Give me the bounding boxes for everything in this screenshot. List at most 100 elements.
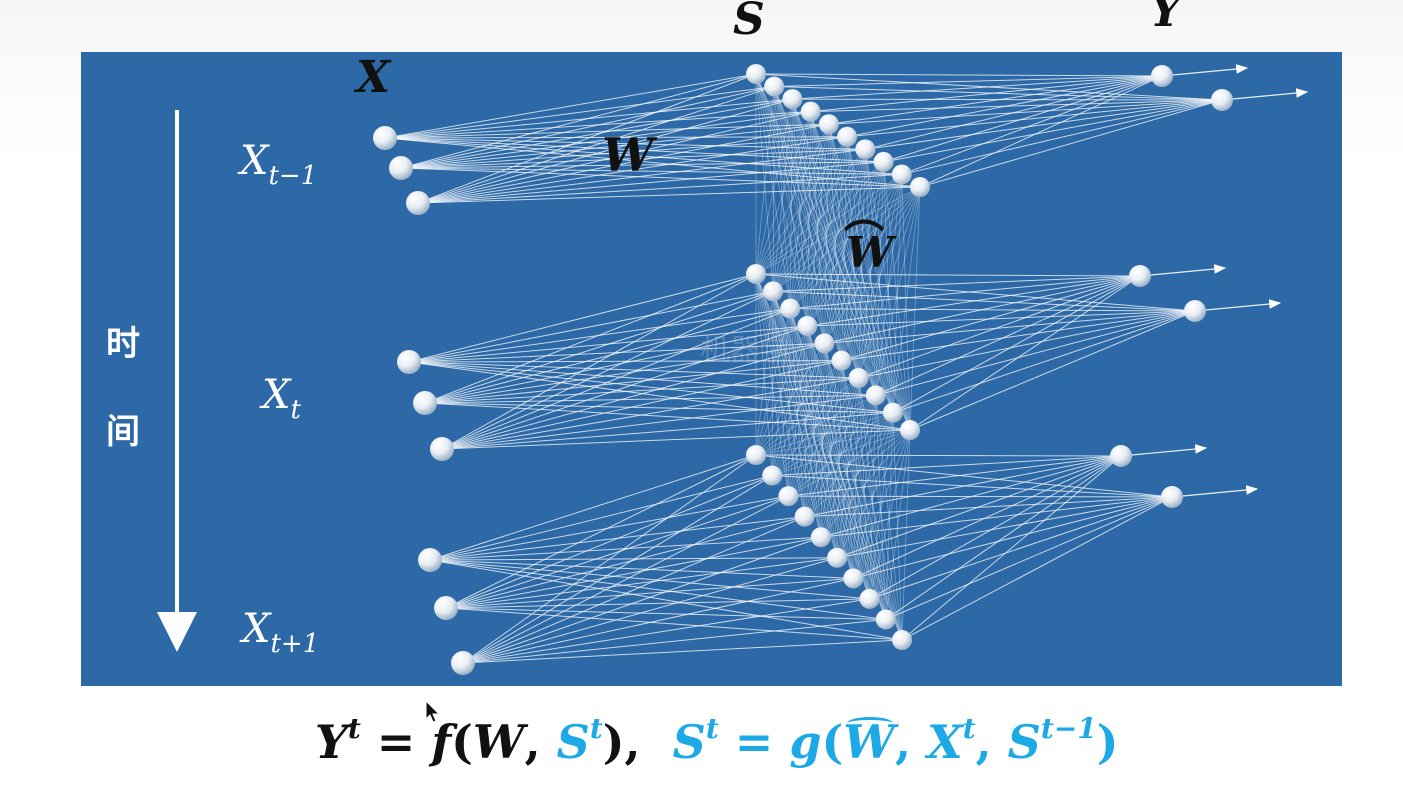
- recurrent-edge: [824, 343, 870, 599]
- recurrent-edge: [869, 395, 877, 599]
- recurrent-edge: [836, 395, 877, 558]
- mouse-cursor-icon: [425, 700, 441, 723]
- recurrent-edge: [901, 174, 911, 431]
- recurrent-edge: [773, 86, 877, 396]
- state-node: [746, 64, 766, 84]
- recurrent-edge: [755, 174, 903, 275]
- state-output-edge: [828, 75, 1163, 125]
- state-output-edge: [892, 310, 1196, 414]
- recurrent-edge: [788, 308, 791, 497]
- state-node: [837, 126, 858, 147]
- recurrent-edge: [772, 186, 921, 292]
- recurrent-edge: [789, 99, 793, 309]
- recurrent-edge: [772, 149, 866, 292]
- input-state-edge: [400, 111, 811, 169]
- recurrent-edge: [772, 174, 903, 292]
- input-state-edge: [462, 618, 886, 664]
- recurrent-edge: [883, 161, 911, 431]
- state-output-edge: [820, 496, 1173, 538]
- output-arrow: [1221, 88, 1309, 101]
- recurrent-edge: [806, 174, 903, 327]
- state-node: [763, 281, 784, 302]
- input-state-edge: [417, 111, 811, 204]
- output-arrow: [1139, 264, 1227, 277]
- state-output-edge: [869, 455, 1122, 600]
- state-output-edge: [824, 310, 1196, 344]
- recurrent-edge: [755, 73, 825, 344]
- recurrent-edge: [810, 111, 842, 361]
- recurrent-edge: [806, 149, 866, 327]
- recurrent-edge: [755, 308, 791, 456]
- state-node: [855, 139, 876, 160]
- state-output-edge: [788, 455, 1122, 497]
- recurrent-edge: [788, 395, 877, 497]
- edge-layer: [384, 64, 1309, 664]
- row-label-t-minus-1: Xt−1: [240, 138, 318, 191]
- input-state-edge: [441, 360, 842, 450]
- recurrent-edge: [771, 325, 808, 476]
- recurrent-edge: [841, 149, 866, 361]
- recurrent-edge: [788, 412, 894, 497]
- state-output-edge: [804, 455, 1122, 518]
- formula: Yt = f(W, St), St = g(W, Xt, St−1): [315, 712, 1119, 769]
- recurrent-edge: [828, 124, 860, 379]
- input-state-edge: [441, 290, 774, 450]
- state-output-edge: [885, 455, 1122, 620]
- time-axis-char-2: 间: [106, 412, 140, 452]
- input-state-edge: [441, 342, 825, 450]
- recurrent-edge: [772, 111, 812, 292]
- input-state-edge: [408, 361, 876, 396]
- recurrent-edge: [792, 99, 877, 396]
- state-node: [810, 527, 831, 548]
- input-state-edge: [400, 98, 793, 169]
- recurrent-edge: [788, 325, 808, 497]
- recurrent-edge: [836, 377, 860, 558]
- recurrent-edge: [841, 360, 854, 579]
- state-output-edge: [869, 496, 1173, 600]
- recurrent-edge: [901, 429, 911, 641]
- input-state-edge: [462, 577, 854, 664]
- state-node: [778, 486, 799, 507]
- recurrent-edge: [909, 186, 921, 431]
- input-state-edge: [429, 454, 757, 561]
- recurrent-edge: [755, 273, 773, 476]
- recurrent-edge: [773, 86, 791, 309]
- state-node: [797, 316, 818, 336]
- recurrent-edge: [828, 124, 842, 361]
- recurrent-edge: [772, 291, 838, 558]
- recurrent-edge: [772, 124, 830, 292]
- input-state-edge: [424, 308, 791, 404]
- input-state-edge: [417, 186, 921, 204]
- state-output-edge: [901, 455, 1122, 641]
- time-axis-char-1: 时: [106, 324, 140, 364]
- state-output-edge: [773, 275, 1141, 292]
- recurrent-edge: [755, 186, 921, 275]
- input-state-edge: [417, 161, 884, 204]
- state-node: [859, 588, 880, 609]
- state-output-edge: [790, 275, 1141, 310]
- recurrent-edge: [788, 377, 860, 497]
- recurrent-edge: [755, 149, 866, 275]
- recurrent-edge: [824, 343, 903, 641]
- recurrent-edge: [841, 174, 903, 361]
- state-node: [762, 465, 783, 486]
- recurrent-edge: [806, 161, 884, 327]
- recurrent-edge: [772, 99, 793, 292]
- state-output-edge: [792, 75, 1163, 100]
- recurrent-edge: [841, 136, 848, 361]
- state-output-edge: [810, 75, 1163, 113]
- state-output-edge: [755, 273, 1141, 277]
- input-weight-label: W: [602, 128, 654, 182]
- state-output-edge: [828, 99, 1223, 125]
- recurrent-edge: [772, 86, 775, 292]
- input-state-edge: [441, 429, 911, 450]
- recurrent-edge: [841, 360, 887, 620]
- input-state-edge: [400, 167, 921, 188]
- input-node: [418, 548, 442, 572]
- state-output-edge: [892, 275, 1141, 414]
- input-state-edge: [424, 402, 911, 431]
- recurrent-edge: [846, 136, 877, 396]
- recurrent-edge: [858, 377, 903, 641]
- input-state-edge: [400, 148, 866, 169]
